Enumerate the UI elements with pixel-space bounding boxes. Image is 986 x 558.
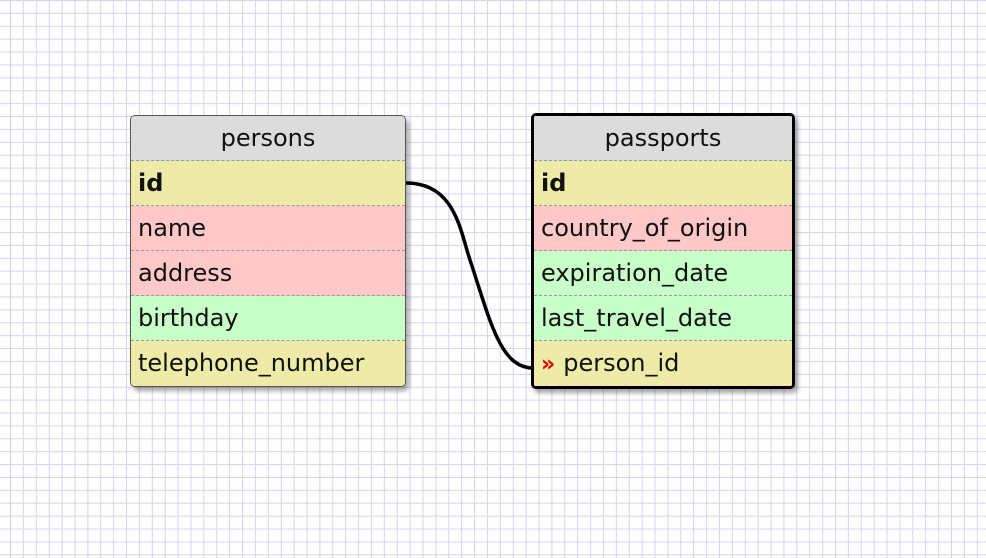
column-telephone-number[interactable]: telephone_number: [131, 341, 405, 386]
column-birthday[interactable]: birthday: [131, 296, 405, 341]
table-persons[interactable]: persons id name address birthday telepho…: [130, 115, 406, 387]
relationship-persons-id-to-passports-person-id[interactable]: [405, 181, 534, 370]
column-person-id[interactable]: » person_id: [534, 341, 792, 386]
foreign-key-icon: »: [541, 352, 556, 377]
column-expiration-date[interactable]: expiration_date: [534, 251, 792, 296]
column-name[interactable]: name: [131, 206, 405, 251]
column-label: person_id: [563, 349, 680, 377]
table-title[interactable]: passports: [534, 116, 792, 161]
table-passports[interactable]: passports id country_of_origin expiratio…: [531, 113, 795, 389]
column-id[interactable]: id: [131, 161, 405, 206]
column-id[interactable]: id: [534, 161, 792, 206]
column-last-travel-date[interactable]: last_travel_date: [534, 296, 792, 341]
column-country-of-origin[interactable]: country_of_origin: [534, 206, 792, 251]
column-address[interactable]: address: [131, 251, 405, 296]
table-title[interactable]: persons: [131, 116, 405, 161]
